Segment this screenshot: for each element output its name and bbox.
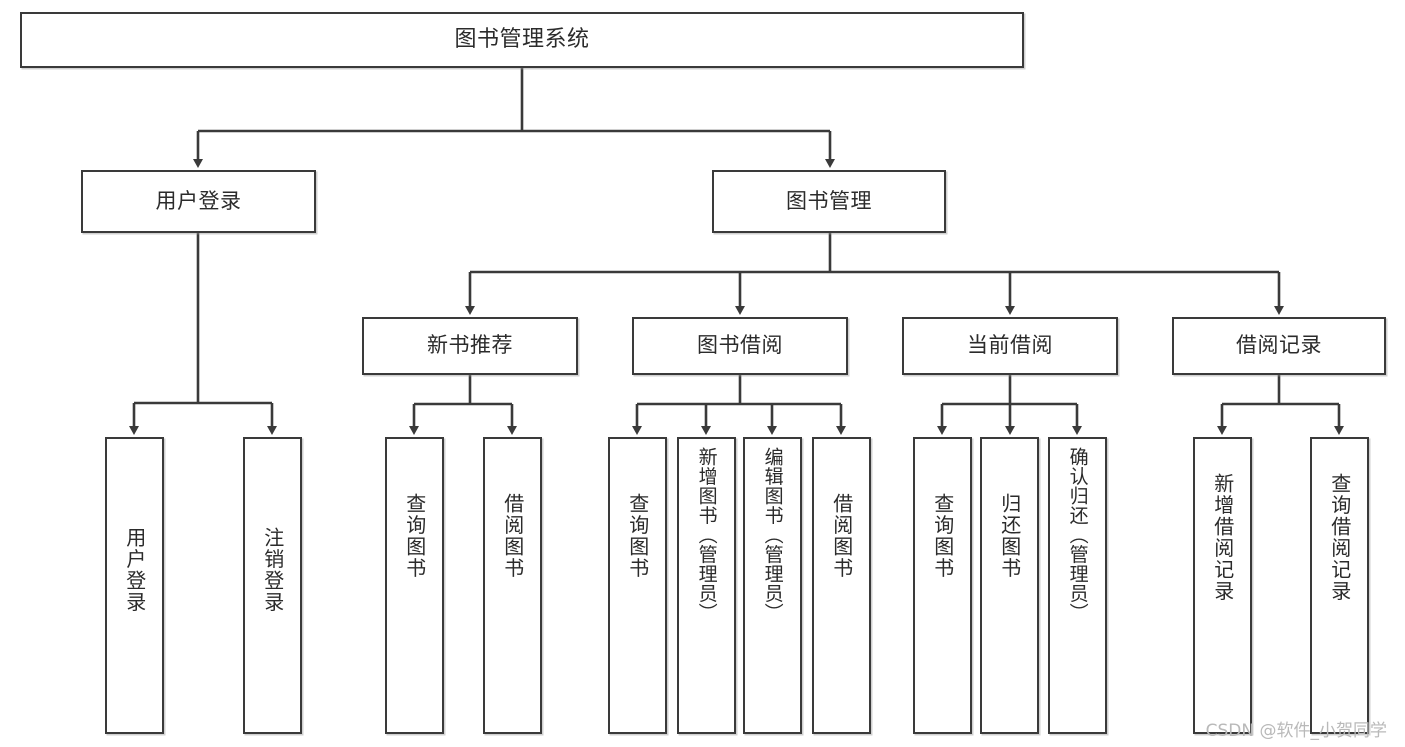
leaf-borrow-borrow-book[interactable]: 借阅图书 xyxy=(812,437,871,734)
node-label: 新书推荐 xyxy=(427,333,513,358)
leaf-current-return-book[interactable]: 归还图书 xyxy=(980,437,1039,734)
node-label: 用户登录 xyxy=(155,188,242,213)
node-label: 注销登录 xyxy=(260,527,285,613)
node-label: 查询图书 xyxy=(930,493,955,579)
node-book-management[interactable]: 图书管理 xyxy=(712,170,946,233)
node-root-system[interactable]: 图书管理系统 xyxy=(20,12,1024,68)
node-label: 归还图书 xyxy=(997,493,1022,579)
node-label: 当前借阅 xyxy=(967,333,1053,358)
leaf-recommend-borrow-book[interactable]: 借阅图书 xyxy=(483,437,542,734)
node-label: 借阅图书 xyxy=(829,493,854,579)
node-label: 图书借阅 xyxy=(697,333,783,358)
node-label: 查询借阅记录 xyxy=(1327,473,1352,602)
leaf-current-confirm-return-admin[interactable]: 确认归还（管理员） xyxy=(1048,437,1107,734)
node-label: 图书管理系统 xyxy=(454,26,590,52)
leaf-borrow-query-book[interactable]: 查询图书 xyxy=(608,437,667,734)
node-label: 查询图书 xyxy=(625,493,650,579)
node-label: 新增图书（管理员） xyxy=(695,447,718,623)
node-label: 查询图书 xyxy=(402,493,427,579)
node-label: 确认归还（管理员） xyxy=(1066,447,1089,623)
leaf-recommend-query-book[interactable]: 查询图书 xyxy=(385,437,444,734)
node-label: 编辑图书（管理员） xyxy=(761,447,784,623)
leaf-user-login-login[interactable]: 用户登录 xyxy=(105,437,164,734)
node-book-borrow[interactable]: 图书借阅 xyxy=(632,317,848,375)
node-label: 新增借阅记录 xyxy=(1210,473,1235,602)
leaf-record-query-record[interactable]: 查询借阅记录 xyxy=(1310,437,1369,734)
leaf-borrow-edit-book-admin[interactable]: 编辑图书（管理员） xyxy=(743,437,802,734)
node-label: 借阅图书 xyxy=(500,493,525,579)
node-new-book-recommend[interactable]: 新书推荐 xyxy=(362,317,578,375)
node-label: 图书管理 xyxy=(786,188,872,213)
leaf-current-query-book[interactable]: 查询图书 xyxy=(913,437,972,734)
node-label: 用户登录 xyxy=(122,527,147,613)
node-borrow-record[interactable]: 借阅记录 xyxy=(1172,317,1386,375)
csdn-watermark: CSDN @软件_小贺同学 xyxy=(1205,721,1387,741)
leaf-user-login-logout[interactable]: 注销登录 xyxy=(243,437,302,734)
node-user-login[interactable]: 用户登录 xyxy=(81,170,316,233)
leaf-record-add-record[interactable]: 新增借阅记录 xyxy=(1193,437,1252,734)
node-label: 借阅记录 xyxy=(1236,333,1322,358)
node-current-borrow[interactable]: 当前借阅 xyxy=(902,317,1118,375)
leaf-borrow-add-book-admin[interactable]: 新增图书（管理员） xyxy=(677,437,736,734)
